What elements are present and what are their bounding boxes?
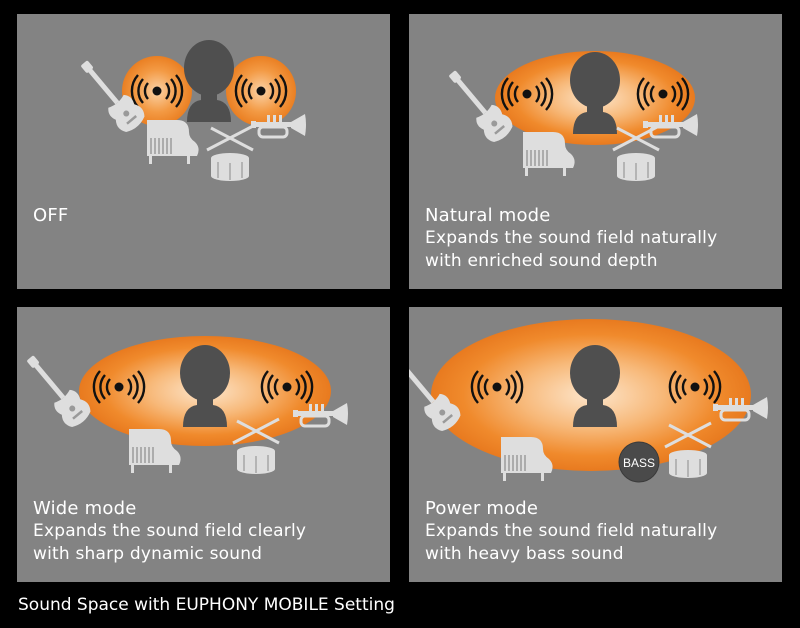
- wide-mode-illustration: [18, 336, 350, 476]
- panel-natural-mode: Natural mode Expands the sound field nat…: [409, 14, 782, 289]
- mode-description-line-1: Expands the sound field naturally: [425, 228, 718, 248]
- panel-caption: Wide mode Expands the sound field clearl…: [33, 497, 306, 566]
- panel-off: OFF: [17, 14, 390, 289]
- off-mode-illustration: [72, 40, 308, 183]
- bass-label: BASS: [623, 456, 655, 470]
- panel-caption: Power mode Expands the sound field natur…: [425, 497, 717, 566]
- mode-title: Power mode: [425, 498, 539, 519]
- listener-head-icon: [570, 345, 620, 427]
- panel-caption: OFF: [33, 204, 68, 227]
- piano-icon: [146, 119, 200, 165]
- mode-description-line-2: with heavy bass sound: [425, 544, 624, 564]
- mode-description-line-1: Expands the sound field naturally: [425, 521, 718, 541]
- power-mode-illustration: BASS: [409, 319, 770, 483]
- panel-power-mode: BASS Power mode Expands the sound field …: [409, 307, 782, 582]
- listener-head-icon: [570, 52, 620, 134]
- mode-description-line-1: Expands the sound field clearly: [33, 521, 307, 541]
- listener-head-icon: [180, 345, 230, 427]
- panel-caption: Natural mode Expands the sound field nat…: [425, 204, 717, 273]
- mode-description-line-2: with sharp dynamic sound: [33, 544, 263, 564]
- mode-title: OFF: [33, 205, 69, 226]
- mode-title: Wide mode: [33, 498, 137, 519]
- panel-wide-mode: Wide mode Expands the sound field clearl…: [17, 307, 390, 582]
- figure-caption: Sound Space with EUPHONY MOBILE Setting: [18, 595, 395, 615]
- bass-badge: BASS: [618, 441, 660, 483]
- drum-icon: [205, 124, 255, 183]
- mode-description-line-2: with enriched sound depth: [425, 251, 658, 271]
- mode-title: Natural mode: [425, 205, 551, 226]
- listener-head-icon: [184, 40, 234, 122]
- natural-mode-illustration: [440, 51, 700, 183]
